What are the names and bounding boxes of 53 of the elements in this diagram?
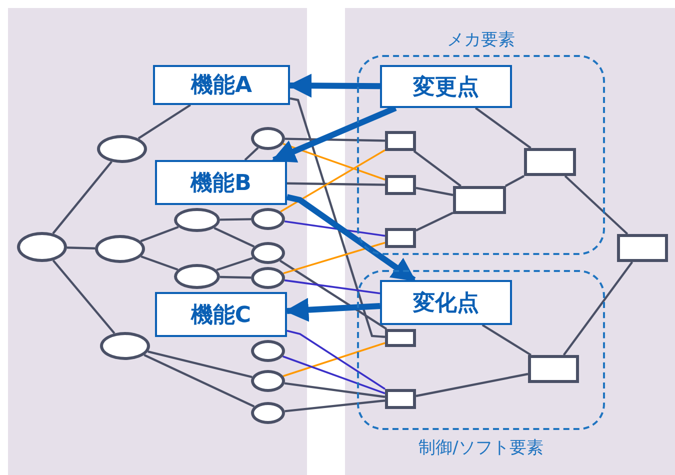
connector-line <box>284 138 386 142</box>
connector-line <box>562 261 634 356</box>
group-heading: 制御/ソフト要素 <box>418 437 544 459</box>
connector-line <box>504 175 525 187</box>
connector-line <box>220 218 252 221</box>
connector-line <box>284 279 380 294</box>
connector-line <box>416 186 454 196</box>
connector-line <box>220 276 252 279</box>
connector-line <box>244 147 259 161</box>
connector-line <box>416 212 454 232</box>
connector-line <box>474 107 532 149</box>
rectangle-node <box>453 186 506 214</box>
connector-line <box>286 330 386 390</box>
rectangle-node <box>385 329 416 347</box>
connector-line <box>214 227 255 248</box>
connector-line <box>280 260 388 330</box>
connector-line <box>52 161 112 234</box>
rectangle-node <box>385 228 416 248</box>
connector-line <box>66 246 96 250</box>
label-box: 変化点 <box>380 280 512 325</box>
rectangle-node <box>385 175 416 195</box>
arrow <box>286 194 416 282</box>
connector-line <box>413 150 462 187</box>
rectangle-node <box>528 355 579 383</box>
connector-line <box>216 256 254 272</box>
connector-line <box>416 372 528 398</box>
rectangle-node <box>524 148 576 176</box>
connector-line <box>282 356 386 394</box>
rectangle-node <box>385 389 416 409</box>
connector-line <box>284 400 386 412</box>
label-box: 変更点 <box>380 65 512 108</box>
connector-line <box>138 104 191 140</box>
rectangle-node <box>385 131 416 151</box>
connector-line <box>283 242 386 274</box>
label-box: 機能C <box>155 292 287 337</box>
connector-line <box>52 260 116 334</box>
connector-line <box>140 226 179 242</box>
rectangle-node <box>617 234 668 262</box>
label-box: 機能B <box>155 160 287 205</box>
connector-line <box>144 354 255 408</box>
connector-line <box>290 97 386 338</box>
connector-line <box>282 142 386 180</box>
connector-line <box>286 182 386 186</box>
connector-line <box>284 382 386 398</box>
group-heading: メカ要素 <box>446 29 516 51</box>
connector-line <box>282 342 386 377</box>
label-box: 機能A <box>153 65 290 105</box>
connector-line <box>482 324 532 356</box>
connector-line <box>280 149 386 212</box>
connector-line <box>284 220 386 237</box>
connector-line <box>148 350 252 378</box>
connector-line <box>564 175 628 235</box>
connector-line <box>140 255 178 271</box>
